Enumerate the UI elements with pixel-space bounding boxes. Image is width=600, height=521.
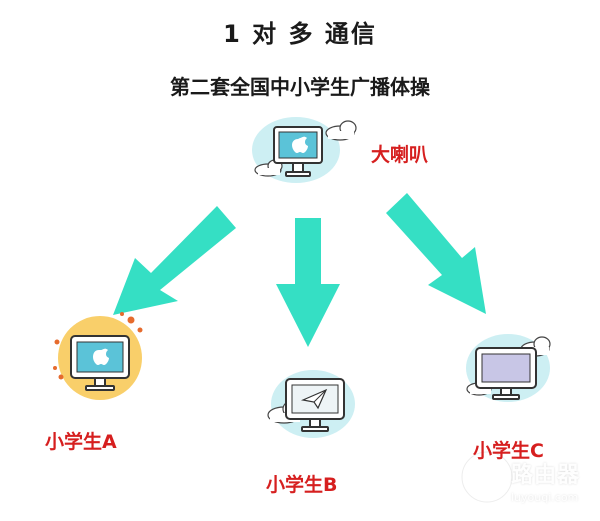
sparkle-dot bbox=[54, 339, 60, 345]
watermark-url: luyouqi.com bbox=[511, 491, 579, 504]
watermark-text: 路由器 bbox=[511, 463, 581, 488]
sparkle-dot bbox=[58, 374, 64, 380]
arrow-to-student-b bbox=[276, 218, 340, 347]
apple-logo-icon bbox=[292, 136, 308, 153]
arrow-to-student-c bbox=[386, 193, 486, 314]
student-a-node bbox=[53, 312, 143, 400]
speaker-node bbox=[252, 117, 357, 183]
student-b-label: 小学生B bbox=[266, 474, 338, 496]
apple-logo-icon bbox=[93, 348, 109, 365]
watermark-logo bbox=[460, 450, 514, 504]
student-b-node bbox=[267, 370, 355, 438]
monitor-icon bbox=[475, 347, 537, 400]
page-title: 1 对 多 通信 bbox=[223, 20, 377, 48]
monitor-icon bbox=[273, 126, 323, 177]
sparkle-dot bbox=[127, 316, 135, 324]
sparkle-dot bbox=[137, 327, 143, 333]
paper-plane-icon bbox=[300, 388, 328, 410]
page-subtitle: 第二套全国中小学生广播体操 bbox=[170, 75, 430, 99]
sparkle-dot bbox=[120, 312, 124, 316]
arrow-to-student-a bbox=[113, 206, 236, 315]
monitor-icon bbox=[285, 378, 345, 432]
student-c-node bbox=[466, 334, 551, 402]
student-c-label: 小学生C bbox=[473, 440, 544, 462]
student-a-label: 小学生A bbox=[45, 431, 117, 453]
watermark: 路由器 luyouqi.com bbox=[511, 457, 580, 504]
sparkle-dot bbox=[53, 366, 57, 370]
monitor-icon bbox=[70, 335, 130, 391]
speaker-label: 大喇叭 bbox=[371, 144, 429, 166]
cloud-icon bbox=[325, 120, 357, 141]
